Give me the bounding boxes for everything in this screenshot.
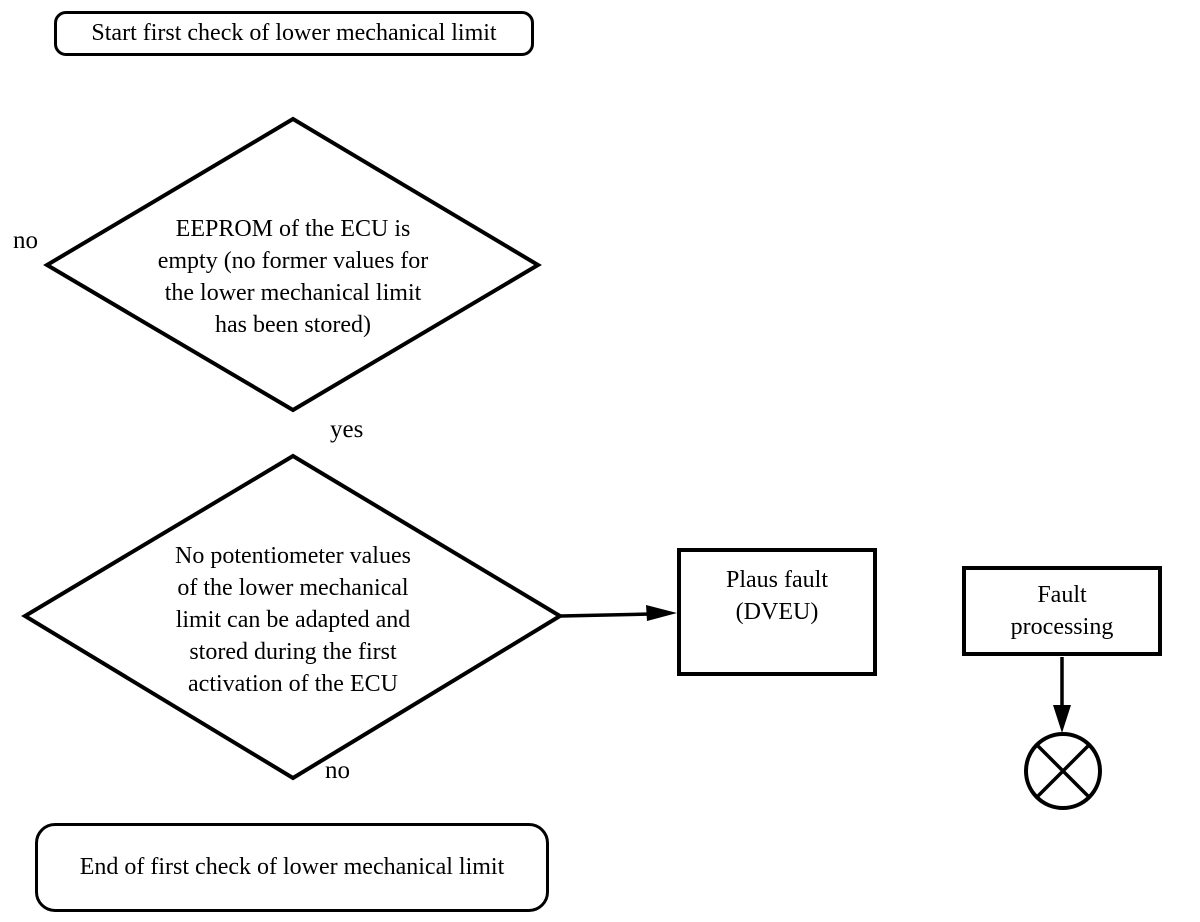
start-node: Start first check of lower mechanical li… <box>54 11 534 56</box>
branch-label-no-eeprom: no <box>13 227 38 254</box>
branch-label-yes-eeprom: yes <box>330 416 364 443</box>
branch-label-no-potentiometer: no <box>325 757 350 784</box>
plaus-fault-node: Plaus fault (DVEU) <box>677 548 877 676</box>
decision-eeprom-diamond <box>43 116 542 413</box>
decision-eeprom-label: EEPROM of the ECU is empty (no former va… <box>157 216 429 338</box>
arrow-decision-to-plaus-fault <box>560 605 677 621</box>
arrow-fault-processing-to-connector <box>1053 657 1071 733</box>
decision-potentiometer-diamond <box>21 453 564 781</box>
crossed-circle-icon <box>1024 732 1102 810</box>
fault-processing-label: Fault processing <box>1010 582 1114 640</box>
plaus-fault-label: Plaus fault (DVEU) <box>726 567 828 625</box>
fault-processing-node: Fault processing <box>962 566 1162 656</box>
end-node: End of first check of lower mechanical l… <box>35 823 549 912</box>
decision-potentiometer-label: No potentiometer values of the lower mec… <box>175 543 411 697</box>
start-node-label: Start first check of lower mechanical li… <box>91 20 497 46</box>
end-node-label: End of first check of lower mechanical l… <box>79 854 505 880</box>
